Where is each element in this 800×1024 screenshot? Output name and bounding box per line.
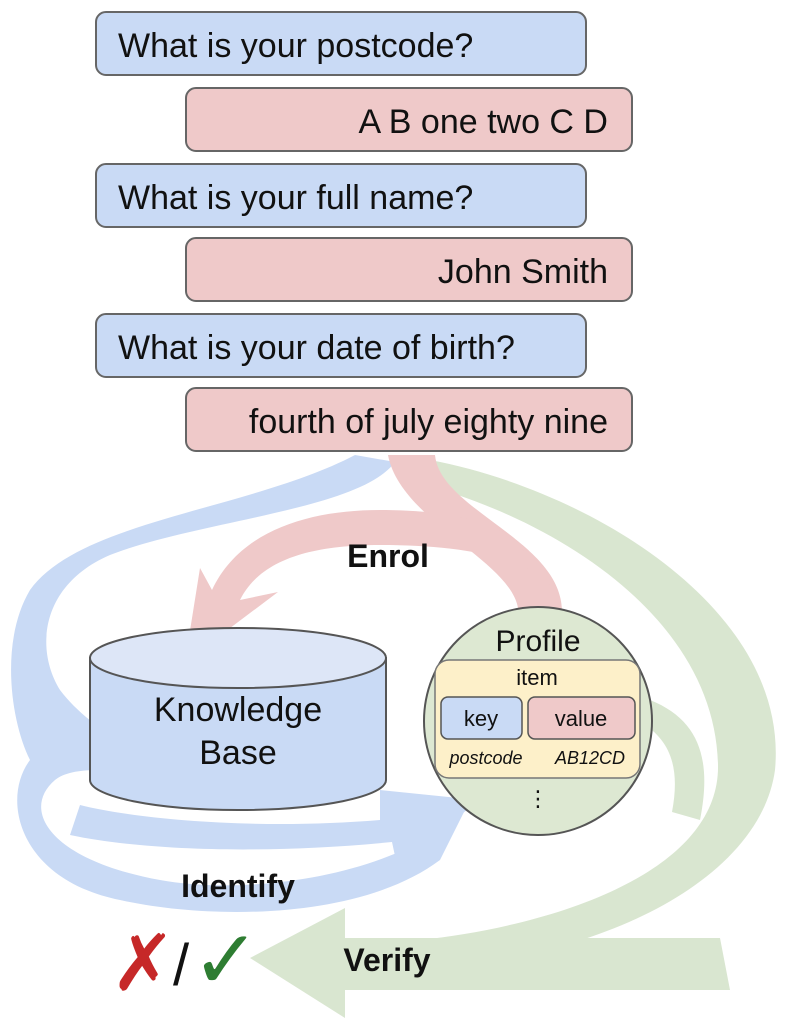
check-icon: ✓ [192, 915, 261, 1006]
enrol-arrow [185, 510, 562, 662]
question-text: What is your postcode? [118, 27, 473, 65]
question-text: What is your full name? [118, 179, 473, 217]
result: ✗ / ✓ [110, 915, 260, 1007]
profile-value-label: value [555, 706, 608, 731]
profile-title: Profile [495, 625, 580, 658]
knowledge-base-label: Base [199, 734, 277, 772]
answer-bubble [185, 87, 633, 152]
answer-bubble [185, 387, 633, 452]
enrol-label: Enrol [347, 538, 429, 574]
profile-key-box [440, 696, 523, 740]
answer-bubble [185, 237, 633, 302]
profile-item-label: item [516, 665, 558, 690]
question-bubble [95, 163, 587, 228]
verify-label: Verify [343, 942, 430, 978]
verify-arrow [250, 908, 730, 1018]
profile: Profile item key value postcode AB12CD ⋮ [423, 606, 653, 836]
dialogue: What is your postcode? A B one two C D W… [95, 11, 633, 452]
profile-more-indicator: ⋮ [527, 786, 549, 811]
question-text: What is your date of birth? [118, 329, 515, 367]
answer-text: A B one two C D [359, 103, 608, 141]
cross-icon: ✗ [110, 919, 175, 1007]
question-bubble [95, 313, 587, 378]
knowledge-base-body [89, 657, 387, 811]
profile-key-label: key [464, 706, 498, 731]
profile-verify-link [640, 700, 705, 820]
profile-example-value: AB12CD [554, 748, 625, 768]
identify-flow-band [11, 455, 470, 912]
knowledge-base: Knowledge Base [89, 627, 387, 811]
identify-arrow [70, 790, 478, 870]
identify-label: Identify [181, 868, 295, 904]
answer-text: fourth of july eighty nine [249, 403, 608, 441]
knowledge-base-top [89, 627, 387, 689]
answer-text: John Smith [438, 253, 608, 291]
question-bubble [95, 11, 587, 76]
profile-value-box [527, 696, 636, 740]
knowledge-base-label: Knowledge [154, 691, 322, 729]
verify-flow-band [415, 460, 776, 968]
result-separator: / [173, 933, 190, 998]
profile-example-key: postcode [448, 748, 522, 768]
